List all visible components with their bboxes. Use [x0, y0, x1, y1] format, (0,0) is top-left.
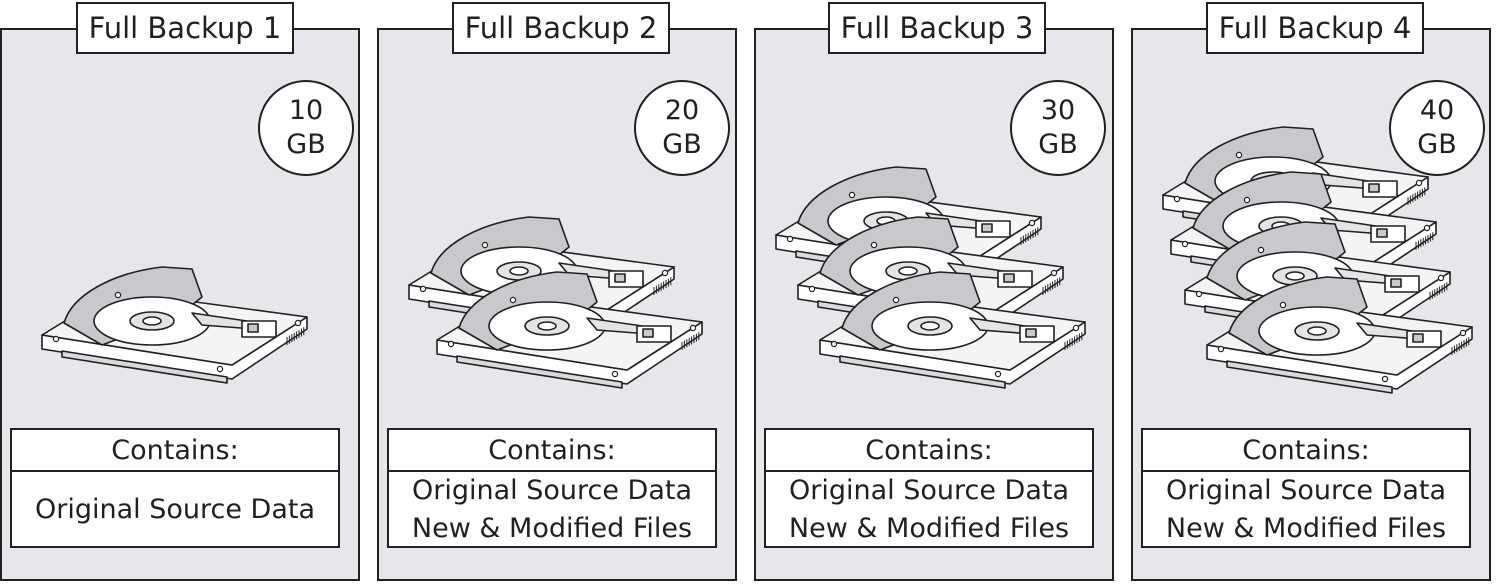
contents-line-4-1: Original Source Data [1165, 475, 1447, 506]
contents-line-2-1: Original Source Data [411, 475, 693, 506]
hard-drive-icon [819, 271, 1086, 389]
backup-title-1: Full Backup 1 [76, 2, 294, 54]
contents-body-2: Original Source Data New & Modified File… [389, 472, 715, 548]
contents-line-1-1: Original Source Data [34, 494, 316, 525]
backup-panel-1: 10 GB Contains: Original Source Data [0, 28, 360, 581]
backup-title-4: Full Backup 4 [1206, 2, 1424, 54]
contents-body-4: Original Source Data New & Modified File… [1143, 472, 1469, 548]
size-unit-4: GB [1417, 129, 1457, 160]
contents-box-3: Contains: Original Source Data New & Mod… [764, 428, 1094, 548]
drive-stack-3 [775, 166, 1086, 389]
contents-header-1: Contains: [12, 430, 338, 472]
contents-box-4: Contains: Original Source Data New & Mod… [1141, 428, 1471, 548]
drive-stack-1 [41, 266, 308, 384]
contents-header-2: Contains: [389, 430, 715, 472]
contents-box-2: Contains: Original Source Data New & Mod… [387, 428, 717, 548]
hard-drive-icon [1206, 276, 1473, 394]
size-circle-1: 10 GB [258, 80, 354, 176]
backup-panel-2: 20 GB Contains: Original Source Data New… [377, 28, 737, 581]
contents-body-3: Original Source Data New & Modified File… [766, 472, 1092, 548]
size-value-1: 10 [288, 95, 324, 126]
size-circle-2: 20 GB [634, 80, 730, 176]
size-unit-2: GB [662, 129, 702, 160]
drive-stack-4 [1162, 126, 1473, 394]
hard-drive-icon [41, 266, 308, 384]
contents-line-3-1: Original Source Data [788, 475, 1070, 506]
size-value-4: 40 [1419, 95, 1455, 126]
size-value-2: 20 [664, 95, 700, 126]
size-circle-3: 30 GB [1010, 80, 1106, 176]
backup-panel-4: 40 GB Contains: Original Source Data New… [1131, 28, 1491, 581]
hard-drive-icon [436, 271, 703, 389]
size-unit-3: GB [1038, 129, 1078, 160]
contents-line-3-2: New & Modified Files [788, 513, 1070, 544]
contents-box-1: Contains: Original Source Data [10, 428, 340, 548]
contents-line-4-2: New & Modified Files [1165, 513, 1447, 544]
contents-header-4: Contains: [1143, 430, 1469, 472]
contents-line-2-2: New & Modified Files [411, 513, 693, 544]
contents-body-1: Original Source Data [12, 472, 338, 548]
size-value-3: 30 [1040, 95, 1076, 126]
contents-header-3: Contains: [766, 430, 1092, 472]
size-unit-1: GB [286, 129, 326, 160]
size-circle-4: 40 GB [1389, 80, 1485, 176]
backup-title-2: Full Backup 2 [452, 2, 670, 54]
drive-stack-2 [408, 216, 703, 389]
backup-panel-3: 30 GB Contains: Original Source Data New… [754, 28, 1114, 581]
backup-title-3: Full Backup 3 [828, 2, 1046, 54]
